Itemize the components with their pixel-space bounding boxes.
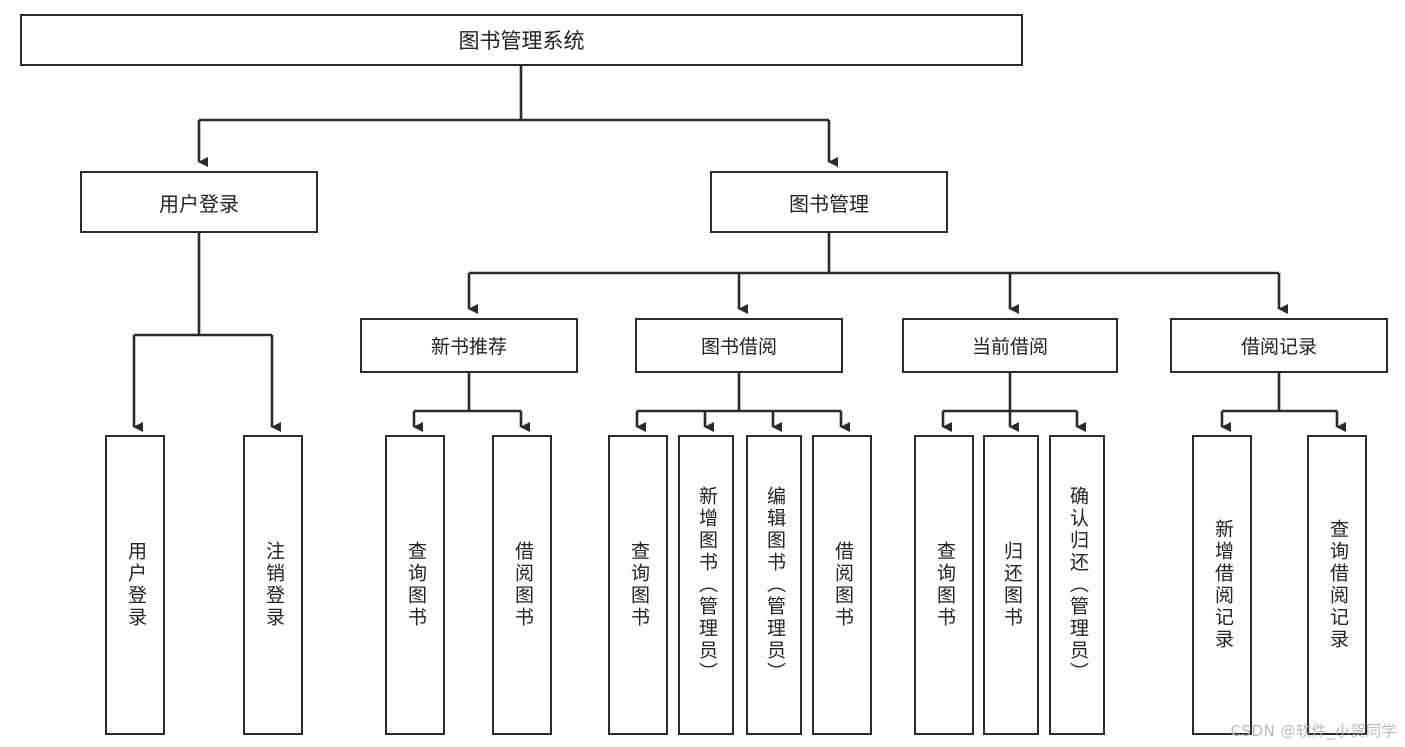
leaf-add-book-admin[interactable]: 新增图书（管理员） <box>678 435 734 735</box>
node-borrow-record[interactable]: 借阅记录 <box>1170 318 1388 373</box>
node-user-login[interactable]: 用户登录 <box>80 171 318 233</box>
leaf-query-book-borrow[interactable]: 查询图书 <box>608 435 668 735</box>
leaf-borrow-book[interactable]: 借阅图书 <box>812 435 872 735</box>
leaf-label: 查询借阅记录 <box>1326 519 1349 651</box>
leaf-label: 新增图书（管理员） <box>695 486 718 684</box>
node-current-borrow[interactable]: 当前借阅 <box>902 318 1118 373</box>
leaf-label: 用户登录 <box>124 541 147 629</box>
leaf-label: 注销登录 <box>262 541 285 629</box>
leaf-borrow-book-recommend[interactable]: 借阅图书 <box>492 435 552 735</box>
node-book-management[interactable]: 图书管理 <box>710 171 948 233</box>
leaf-query-book-recommend[interactable]: 查询图书 <box>385 435 445 735</box>
leaf-edit-book-admin[interactable]: 编辑图书（管理员） <box>746 435 802 735</box>
leaf-query-book-current[interactable]: 查询图书 <box>914 435 974 735</box>
leaf-label: 查询图书 <box>933 541 956 629</box>
node-root-system[interactable]: 图书管理系统 <box>20 14 1023 66</box>
leaf-label: 确认归还（管理员） <box>1066 486 1089 684</box>
leaf-label: 归还图书 <box>1000 541 1023 629</box>
leaf-confirm-return-admin[interactable]: 确认归还（管理员） <box>1049 435 1105 735</box>
leaf-label: 编辑图书（管理员） <box>763 486 786 684</box>
leaf-return-book[interactable]: 归还图书 <box>983 435 1039 735</box>
leaf-label: 借阅图书 <box>831 541 854 629</box>
node-new-book-recommend[interactable]: 新书推荐 <box>360 318 578 373</box>
leaf-label: 借阅图书 <box>511 541 534 629</box>
leaf-label: 查询图书 <box>404 541 427 629</box>
leaf-user-login[interactable]: 用户登录 <box>105 435 165 735</box>
leaf-query-borrow-record[interactable]: 查询借阅记录 <box>1307 435 1367 735</box>
leaf-add-borrow-record[interactable]: 新增借阅记录 <box>1192 435 1252 735</box>
node-book-borrow[interactable]: 图书借阅 <box>635 318 843 373</box>
csdn-watermark: CSDN @软件_小贺同学 <box>1230 722 1397 740</box>
leaf-label: 新增借阅记录 <box>1211 519 1234 651</box>
leaf-label: 查询图书 <box>627 541 650 629</box>
leaf-logout[interactable]: 注销登录 <box>243 435 303 735</box>
